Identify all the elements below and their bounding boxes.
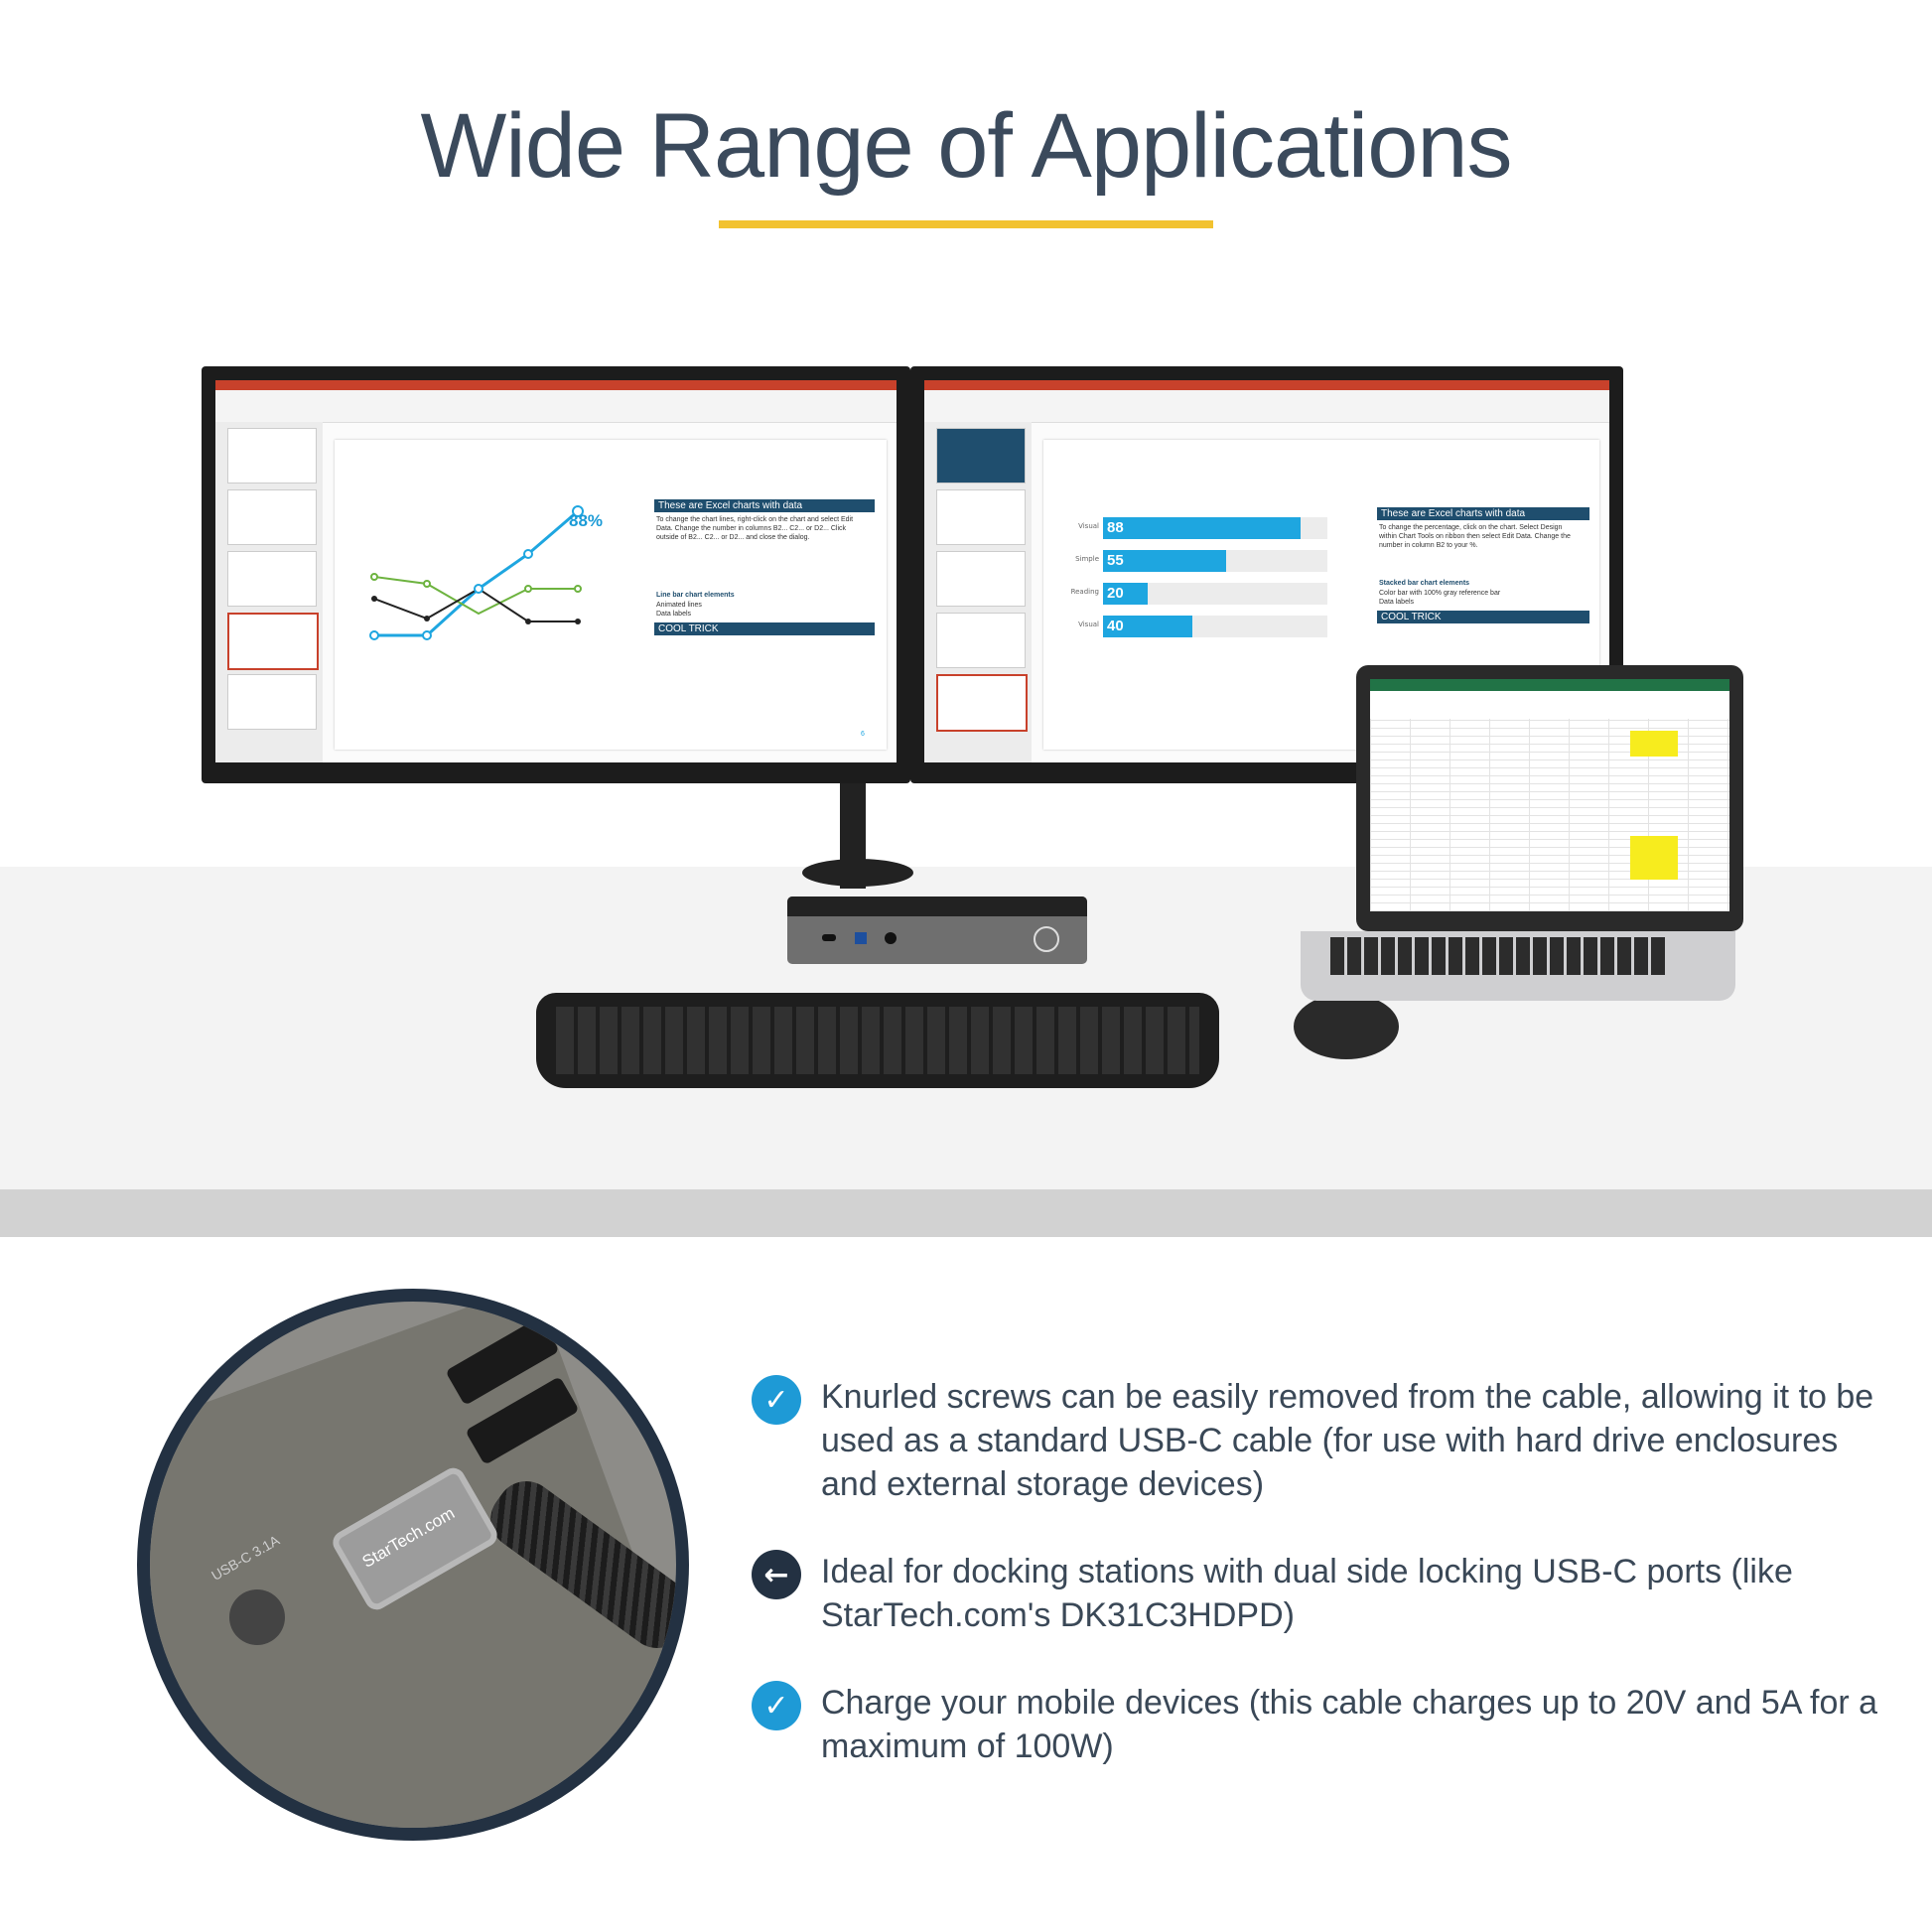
dock-usb-a-port	[855, 932, 867, 944]
slide-thumbnails	[924, 422, 1032, 762]
bar-category-label: Visual	[1078, 522, 1099, 530]
panel-heading: These are Excel charts with data	[654, 499, 875, 512]
highlighted-cells	[1630, 836, 1678, 880]
monitor-arm-base	[802, 859, 913, 887]
bar-value-label: 20	[1107, 585, 1124, 602]
slide-thumbnail	[936, 674, 1028, 732]
panel-subheading: Stacked bar chart elements	[1379, 580, 1470, 587]
connector-closeup: USB-C 3.1A StarTech.com	[137, 1289, 689, 1841]
docking-station	[787, 897, 1087, 964]
app-title-bar	[215, 380, 897, 390]
panel-sub-items: Animated lines Data labels	[656, 602, 702, 618]
desk-edge	[0, 1189, 1932, 1237]
slide-thumbnail	[936, 428, 1026, 483]
app-ribbon	[924, 390, 1609, 423]
bar-value-label: 55	[1107, 552, 1124, 569]
laptop-base	[1301, 931, 1735, 1001]
dock-audio-port	[885, 932, 897, 944]
slide-thumbnail	[227, 428, 317, 483]
laptop-screen	[1370, 679, 1729, 911]
slide-thumbnail	[227, 551, 317, 607]
bar-fill	[1103, 616, 1193, 637]
check-icon: ✓	[752, 1375, 801, 1425]
app-title-bar	[924, 380, 1609, 390]
spreadsheet-title-bar	[1370, 679, 1729, 691]
bar-fill	[1103, 583, 1149, 605]
dc-power-port	[229, 1589, 285, 1645]
panel-sub-items: Color bar with 100% gray reference bar D…	[1379, 590, 1501, 606]
page-title: Wide Range of Applications	[420, 95, 1512, 197]
highlighted-cells	[1630, 731, 1678, 757]
line-chart-graphic	[369, 505, 584, 640]
cool-trick-heading: COOL TRICK	[654, 622, 875, 635]
cool-trick-heading: COOL TRICK	[1377, 611, 1589, 623]
app-ribbon	[215, 390, 897, 423]
bar-fill	[1103, 517, 1301, 539]
bar-category-label: Reading	[1070, 588, 1099, 596]
dock-top-cover	[787, 897, 1087, 916]
slide-thumbnail	[227, 489, 317, 545]
panel-body: To change the chart lines, right-click o…	[656, 516, 854, 541]
laptop-keyboard	[1330, 937, 1668, 975]
cable-brand-label: StarTech.com	[358, 1503, 459, 1572]
title-underline	[719, 220, 1213, 228]
feature-text: Ideal for docking stations with dual sid…	[821, 1553, 1793, 1634]
percent-label: 88%	[569, 511, 604, 530]
arrow-left-icon: ←	[752, 1550, 801, 1599]
slide-thumbnail	[936, 551, 1026, 607]
left-monitor-screen: 88% These are Excel charts with data To …	[215, 380, 897, 762]
left-monitor: 88% These are Excel charts with data To …	[202, 366, 910, 783]
laptop-lid	[1356, 665, 1743, 931]
bar-category-label: Simple	[1075, 555, 1099, 563]
slide-page-number: 6	[861, 731, 865, 738]
slide-thumbnail	[936, 613, 1026, 668]
keyboard	[536, 993, 1219, 1088]
feature-text: Charge your mobile devices (this cable c…	[821, 1684, 1878, 1765]
panel-subheading: Line bar chart elements	[656, 592, 735, 599]
panel-heading: These are Excel charts with data	[1377, 507, 1589, 520]
check-icon: ✓	[752, 1681, 801, 1730]
bar-reference	[1103, 583, 1327, 605]
slide-thumbnails	[215, 422, 323, 762]
bar-fill	[1103, 550, 1227, 572]
bar-value-label: 88	[1107, 519, 1124, 536]
slide-thumbnail	[936, 489, 1026, 545]
feature-text: Knurled screws can be easily removed fro…	[821, 1378, 1874, 1503]
dock-usb-c-port	[822, 934, 836, 941]
slide-thumbnail	[227, 674, 317, 730]
mouse	[1294, 994, 1399, 1059]
keyboard-keys	[556, 1007, 1199, 1074]
dock-power-button	[1034, 926, 1059, 952]
bar-value-label: 40	[1107, 618, 1124, 634]
panel-body: To change the percentage, click on the c…	[1379, 524, 1571, 549]
bar-category-label: Visual	[1078, 621, 1099, 628]
slide-canvas: 88% These are Excel charts with data To …	[335, 440, 887, 750]
slide-thumbnail	[227, 613, 319, 670]
